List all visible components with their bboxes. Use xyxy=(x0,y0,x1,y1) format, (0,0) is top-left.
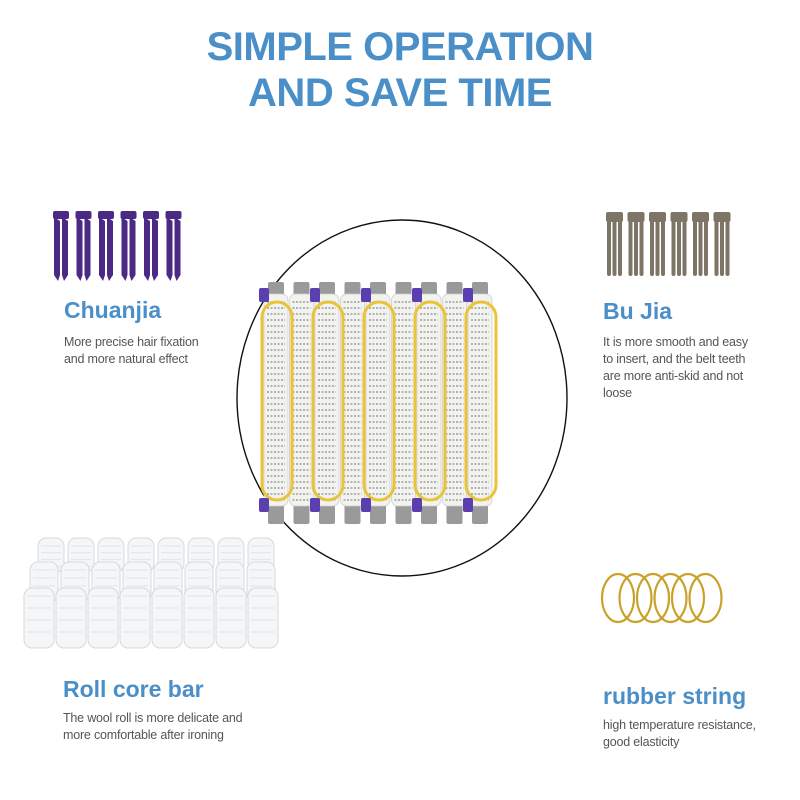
rubber-band xyxy=(463,288,498,512)
rubber-band-ring xyxy=(670,572,706,624)
rubber-band-ring xyxy=(600,572,636,624)
desc-line: More precise hair fixation xyxy=(64,335,199,349)
purple-clip xyxy=(120,211,137,281)
roll-core-description: The wool roll is more delicate and more … xyxy=(63,710,243,744)
purple-clip xyxy=(143,211,159,281)
headline-line-2: AND SAVE TIME xyxy=(248,71,552,115)
chuanjia-description: More precise hair fixation and more natu… xyxy=(64,334,199,368)
white-roller xyxy=(119,587,151,649)
purple-clip xyxy=(98,211,114,281)
roller-set-photo xyxy=(236,219,568,577)
white-roller xyxy=(183,587,215,649)
desc-line: are more anti-skid and not xyxy=(603,369,744,383)
rubber-string-description: high temperature resistance, good elasti… xyxy=(603,717,756,751)
gray-clips-icon xyxy=(606,212,731,276)
gray-clip xyxy=(713,212,731,276)
white-roller xyxy=(23,587,55,649)
roller xyxy=(467,282,493,524)
white-roller xyxy=(87,587,119,649)
gray-clip xyxy=(606,212,623,276)
roller xyxy=(391,282,416,524)
white-roller xyxy=(247,587,279,649)
desc-line: and more natural effect xyxy=(64,352,188,366)
rubber-band xyxy=(310,288,345,512)
rubber-band xyxy=(259,288,294,512)
gray-clip xyxy=(649,212,666,276)
desc-line: more comfortable after ironing xyxy=(63,728,224,742)
roller xyxy=(314,282,340,524)
roller xyxy=(416,282,442,524)
bujia-description: It is more smooth and easy to insert, an… xyxy=(603,334,748,402)
desc-line: loose xyxy=(603,386,632,400)
white-roller xyxy=(55,587,87,649)
rubber-bands-icon xyxy=(600,572,723,624)
rubber-band-ring xyxy=(635,572,671,624)
desc-line: high temperature resistance, xyxy=(603,718,756,732)
desc-line: It is more smooth and easy xyxy=(603,335,748,349)
gray-clip xyxy=(627,212,645,276)
bujia-title: Bu Jia xyxy=(603,298,673,324)
roll-core-title: Roll core bar xyxy=(63,676,204,702)
rubber-band-ring xyxy=(688,572,723,624)
white-roller xyxy=(215,587,247,649)
desc-line: The wool roll is more delicate and xyxy=(63,711,243,725)
roller xyxy=(442,282,467,524)
headline-line-1: SIMPLE OPERATION xyxy=(206,25,594,69)
roller xyxy=(365,282,391,524)
gray-clip xyxy=(670,212,688,276)
rubber-band xyxy=(412,288,447,512)
desc-line: to insert, and the belt teeth xyxy=(603,352,746,366)
purple-clips-icon xyxy=(53,211,182,281)
purple-clip xyxy=(165,211,182,281)
gray-clip xyxy=(692,212,709,276)
purple-clip xyxy=(75,211,92,281)
roller xyxy=(340,282,365,524)
roller xyxy=(289,282,314,524)
white-roller xyxy=(151,587,183,649)
rubber-band-ring xyxy=(653,572,688,624)
roller xyxy=(263,282,289,524)
desc-line: good elasticity xyxy=(603,735,680,749)
rubber-band-ring xyxy=(618,572,653,624)
purple-clip xyxy=(53,211,69,281)
rubber-string-title: rubber string xyxy=(603,683,747,709)
chuanjia-title: Chuanjia xyxy=(64,297,162,323)
white-rollers-icon xyxy=(23,537,279,649)
rubber-band xyxy=(361,288,396,512)
